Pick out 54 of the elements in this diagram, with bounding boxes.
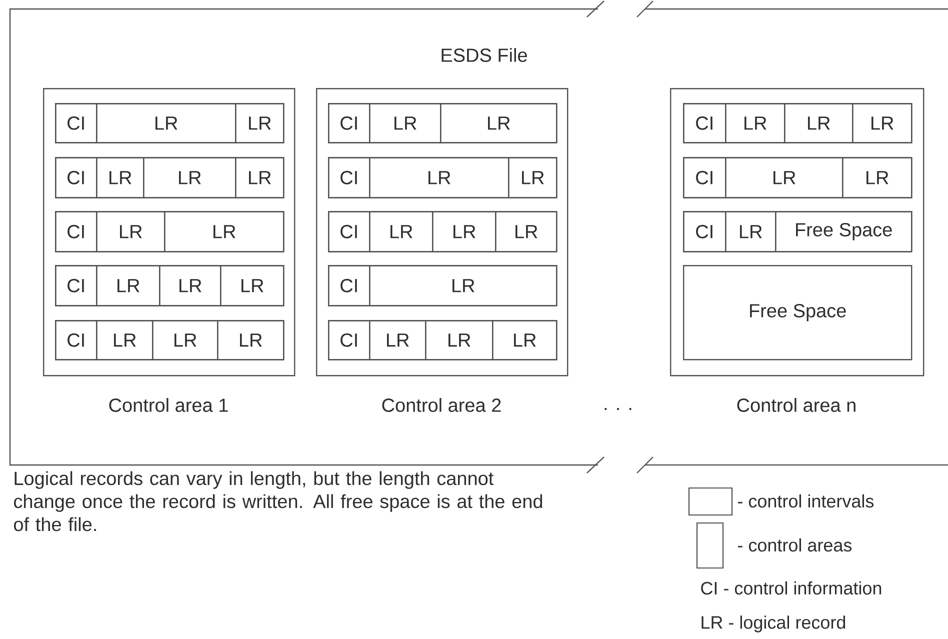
- record-cell: CI: [328, 103, 370, 144]
- record-cell: LR: [143, 157, 236, 198]
- record-cell: CI: [683, 211, 726, 252]
- record-cell: LR: [369, 320, 426, 360]
- record-cell: LR: [235, 157, 284, 198]
- legend-text: LR - logical record: [702, 616, 846, 632]
- record-cell: CI: [328, 211, 370, 252]
- record-cell: LR: [432, 211, 496, 252]
- record-cell: CI: [55, 103, 98, 144]
- record-cell: LR: [235, 103, 284, 144]
- record-cell: LR: [159, 265, 222, 306]
- node-label: Control area 2: [382, 398, 501, 412]
- record-cell: LR: [508, 157, 558, 198]
- legend-text: CI - control information: [701, 581, 882, 595]
- record-cell: CI: [55, 320, 98, 360]
- node-label: Control area n: [737, 398, 856, 412]
- record-cell: LR: [369, 103, 442, 144]
- record-cell: LR: [152, 320, 218, 360]
- record-cell: LR: [852, 103, 912, 144]
- record-cell: LR: [220, 265, 284, 306]
- node-label: Control area 1: [109, 398, 228, 412]
- record-cell: CI: [328, 157, 370, 198]
- note-text: Logical records can vary in length, but the length cannot change once the record is written. All free space is at the end of the file.: [14, 471, 542, 532]
- record-cell: LR: [492, 320, 558, 360]
- record-cell: LR: [369, 265, 558, 306]
- record-cell: CI: [55, 157, 98, 198]
- record-cell: LR: [725, 157, 844, 198]
- record-cell: CI: [328, 320, 370, 360]
- record-cell: LR: [96, 157, 144, 198]
- record-cell: LR: [440, 103, 558, 144]
- record-cell: LR: [725, 103, 786, 144]
- record-cell: LR: [96, 103, 236, 144]
- record-cell: LR: [96, 320, 154, 360]
- record-cell: CI: [683, 157, 726, 198]
- ellipsis: . . .: [604, 408, 632, 410]
- record-cell: CI: [55, 265, 98, 306]
- record-cell: LR: [784, 103, 854, 144]
- record-cell: LR: [369, 211, 434, 252]
- record-cell: LR: [495, 211, 558, 252]
- record-cell: Free Space: [683, 265, 912, 360]
- record-cell: LR: [725, 211, 776, 252]
- record-cell: LR: [425, 320, 494, 360]
- legend-text: - control areas: [738, 538, 852, 552]
- record-cell: CI: [55, 211, 98, 252]
- record-cell: LR: [842, 157, 912, 198]
- record-cell: LR: [96, 211, 166, 252]
- legend-text: - control intervals: [738, 494, 874, 508]
- record-cell: CI: [328, 265, 370, 306]
- record-cell: Free Space: [775, 211, 912, 252]
- record-cell: CI: [683, 103, 726, 144]
- record-cell: LR: [164, 211, 284, 252]
- record-cell: LR: [369, 157, 510, 198]
- record-cell: LR: [96, 265, 160, 306]
- record-cell: LR: [217, 320, 284, 360]
